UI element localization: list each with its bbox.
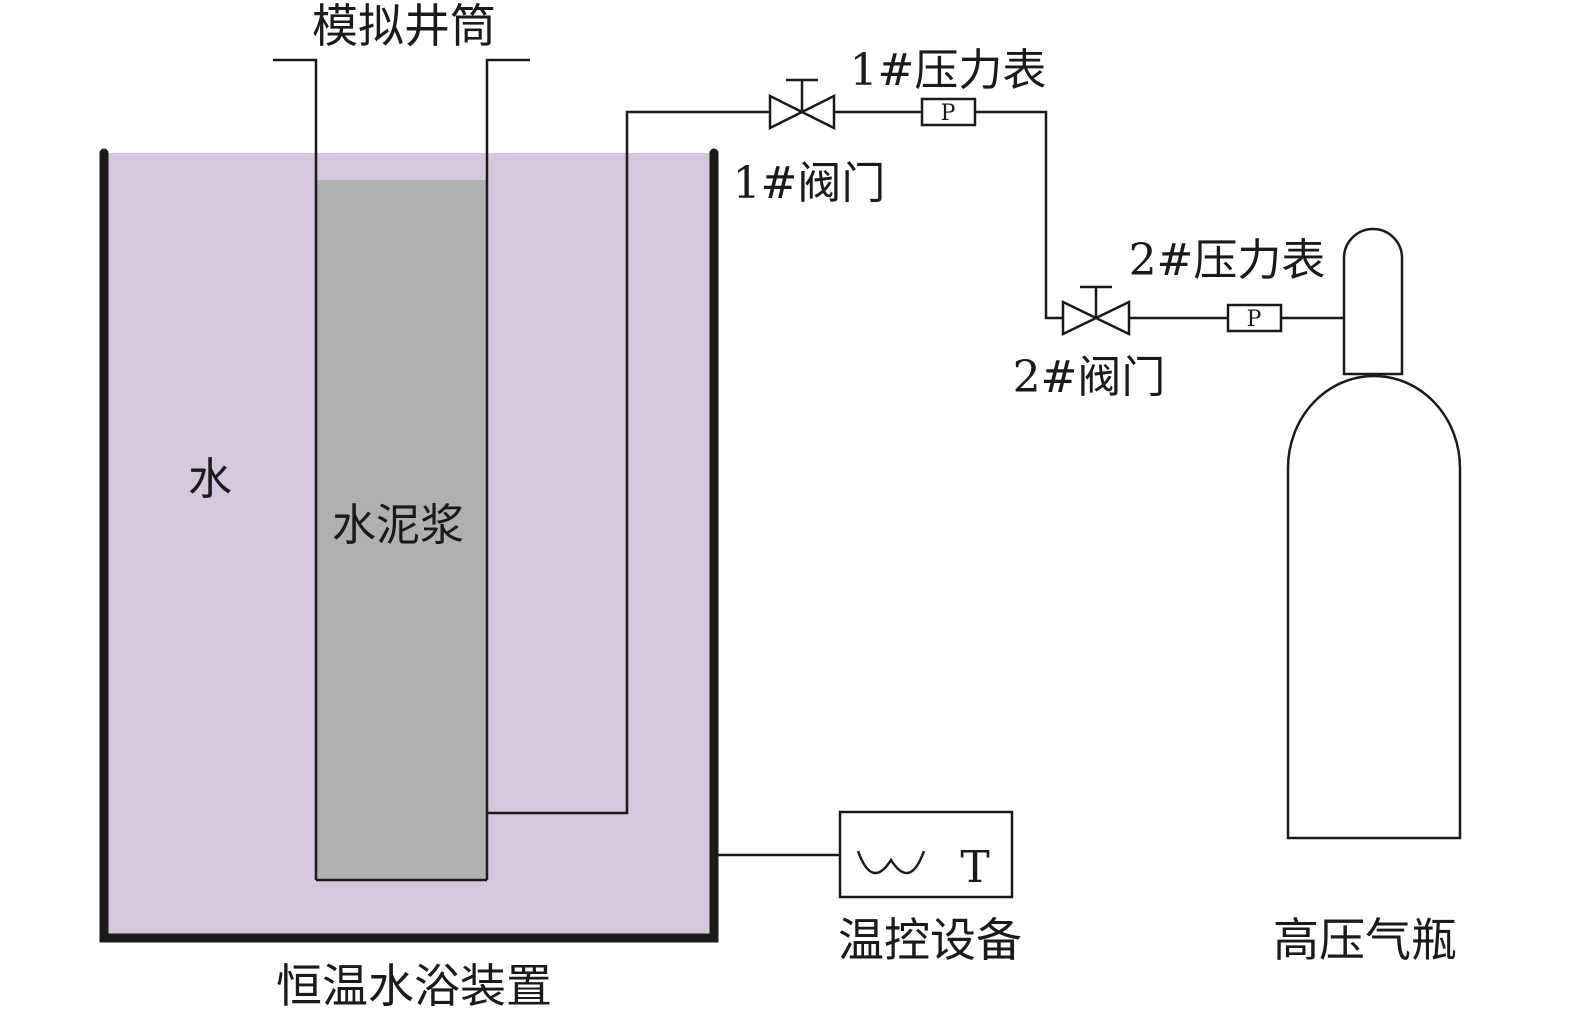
- gas-line-segment-main: [487, 110, 770, 815]
- gas-cylinder-label: 高压气瓶: [1273, 913, 1457, 967]
- wellbore-right-wall: [485, 58, 530, 880]
- simulated-wellbore-label: 模拟井筒: [312, 0, 496, 53]
- gas-cylinder-neck: [1342, 227, 1404, 376]
- pressure-gauge-1-icon: [920, 97, 977, 127]
- cement-slurry-region: [317, 180, 487, 880]
- gas-line: [487, 110, 1344, 815]
- valve-2-icon: [1061, 300, 1131, 336]
- temp-control-box: [838, 810, 1014, 899]
- gas-cylinder-body: [1286, 374, 1462, 840]
- gas-line-segment-g1-v2: [975, 110, 1063, 320]
- water-bath: [99, 148, 719, 943]
- pressure-gauge-1: P: [920, 97, 977, 127]
- temp-control-label: 温控设备: [838, 913, 1022, 967]
- water-bath-wall: [99, 148, 719, 943]
- temperature-control-device: T: [714, 810, 1014, 899]
- temp-control-symbol: T: [960, 842, 989, 893]
- valve-2: [1061, 285, 1131, 336]
- water-label: 水: [188, 454, 232, 505]
- pressure-gauge-2-symbol: P: [1247, 307, 1262, 332]
- valve-1-label: 1#阀门: [733, 158, 886, 209]
- pressure-gauge-2: P: [1226, 303, 1283, 333]
- pressure-gauge-2-label: 2#压力表: [1129, 235, 1326, 286]
- wellbore-left-wall: [273, 58, 318, 880]
- pressure-gauge-1-label: 1#压力表: [850, 45, 1047, 96]
- valve-1-icon: [768, 93, 836, 131]
- valve-2-label: 2#阀门: [1013, 352, 1166, 403]
- valve-1: [768, 78, 836, 131]
- heater-coil-icon: [856, 850, 926, 875]
- cement-slurry-label: 水泥浆: [332, 500, 464, 551]
- pressure-gauge-1-symbol: P: [941, 101, 956, 126]
- gas-cylinder: [1286, 227, 1462, 840]
- simulated-wellbore: [273, 58, 530, 882]
- water-bath-label: 恒温水浴装置: [276, 959, 552, 1013]
- pressure-gauge-2-icon: [1226, 303, 1283, 333]
